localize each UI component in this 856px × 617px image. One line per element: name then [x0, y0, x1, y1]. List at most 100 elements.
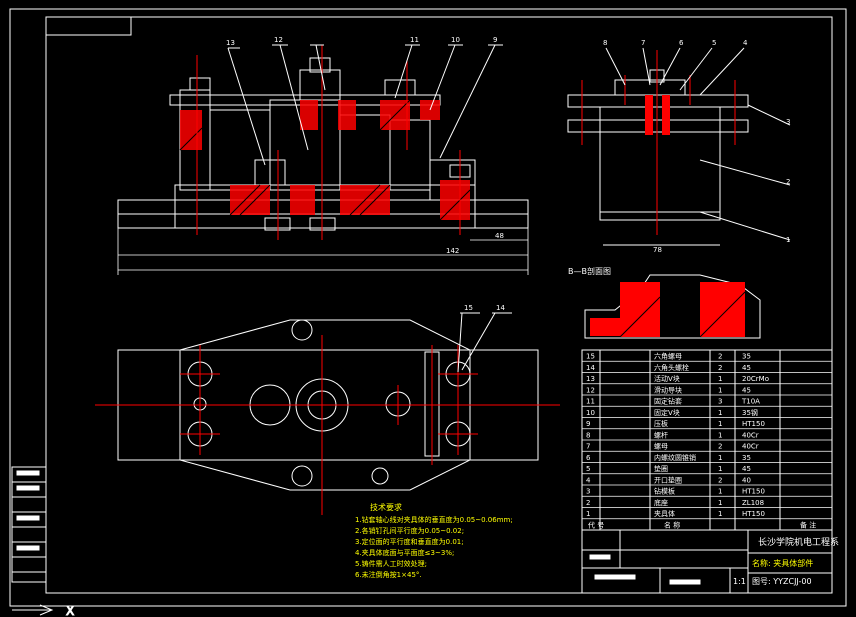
- bom-cell-name: 六角螺母: [654, 352, 682, 361]
- bom-cell-qty: 1: [718, 420, 722, 428]
- bom-cell-no: 7: [586, 443, 590, 451]
- bom-cell-no: 8: [586, 431, 590, 439]
- bom-cell-qty: 1: [718, 375, 722, 383]
- svg-text:13: 13: [226, 39, 235, 47]
- title-block: [581, 529, 833, 594]
- bom-cell-no: 9: [586, 420, 590, 428]
- tech-item-2: 2.各销钉孔间平行度为0.05~0.02;: [355, 526, 464, 535]
- bom-cell-no: 12: [586, 386, 595, 394]
- bom-cell-material: HT150: [742, 420, 765, 428]
- svg-text:4: 4: [743, 39, 748, 47]
- side-view-hatch: [645, 95, 670, 135]
- bom-cell-name: 压板: [654, 419, 668, 428]
- drawing-number: 图号: YYZCJJ-00: [752, 577, 812, 586]
- left-margin-table: [11, 466, 47, 583]
- axis-x-letter: X: [66, 604, 74, 617]
- corner-box: [45, 16, 132, 36]
- bom-cell-qty: 1: [718, 499, 722, 507]
- bom-cell-no: 1: [586, 510, 590, 518]
- bom-cell-no: 2: [586, 499, 590, 507]
- bom-cell-material: 35: [742, 353, 751, 361]
- bom-header-note: 备 注: [800, 520, 816, 529]
- bom-cell-name: 钻模板: [654, 487, 675, 496]
- bom-header-code: 代 号: [588, 520, 604, 529]
- svg-text:15: 15: [464, 304, 473, 312]
- bom-cell-qty: 1: [718, 431, 722, 439]
- side-view-leaders: [603, 47, 791, 246]
- svg-text:7: 7: [641, 39, 645, 47]
- tech-item-5: 5.铸件需人工时效处理;: [355, 559, 427, 568]
- svg-text:3: 3: [786, 118, 790, 126]
- bom-cell-no: 4: [586, 476, 591, 484]
- bom-cell-material: 40Cr: [742, 431, 759, 439]
- bom-cell-no: 5: [586, 465, 590, 473]
- bom-cell-name: 固定钻套: [654, 397, 682, 406]
- bom-cell-name: 内螺纹圆锥销: [654, 453, 696, 462]
- bom-cell-name: 开口垫圈: [654, 475, 682, 484]
- bom-header-name: 名 称: [664, 520, 680, 529]
- bom-cell-qty: 1: [718, 454, 722, 462]
- bom-cell-qty: 1: [718, 510, 722, 518]
- bom-cell-name: 螺母: [654, 442, 668, 451]
- bom-cell-name: 六角头螺栓: [654, 363, 689, 372]
- bom-cell-name: 底座: [654, 498, 668, 507]
- scale: 1:1: [733, 577, 746, 586]
- section-label: B—B剖面图: [568, 266, 611, 276]
- svg-text:10: 10: [451, 36, 460, 44]
- bom-cell-no: 3: [586, 488, 590, 496]
- svg-text:9: 9: [493, 36, 497, 44]
- bom-cell-name: 螺杆: [654, 430, 668, 439]
- dim-142: 142: [446, 247, 459, 255]
- school-name: 长沙学院机电工程系: [758, 536, 839, 548]
- tech-item-3: 3.定位面的平行度和垂直度为0.01;: [355, 537, 464, 546]
- side-view: [567, 69, 749, 221]
- bom-cell-material: 35: [742, 454, 751, 462]
- bom-cell-material: T10A: [741, 398, 760, 406]
- bom-cell-name: 滑动导块: [654, 385, 682, 394]
- bom-cell-qty: 1: [718, 409, 722, 417]
- section-view: [584, 274, 761, 339]
- direction-arrow: X: [12, 604, 75, 617]
- svg-text:12: 12: [274, 36, 283, 44]
- plan-view-balloons: 15 14: [464, 304, 505, 312]
- tech-item-6: 6.未注倒角按1×45°.: [355, 570, 422, 579]
- outer-frame: [9, 8, 847, 607]
- bom-cell-qty: 2: [718, 443, 722, 451]
- front-view-leaders: [227, 44, 503, 166]
- bom-cell-no: 13: [586, 375, 595, 383]
- svg-text:6: 6: [679, 39, 684, 47]
- svg-text:11: 11: [410, 36, 419, 44]
- front-view-hatch: [180, 100, 470, 220]
- plan-view-centerlines: [95, 335, 560, 515]
- bom-cell-material: 45: [742, 465, 751, 473]
- tech-item-1: 1.钻套轴心线对夹具体的垂直度为0.05~0.06mm;: [355, 515, 513, 524]
- bom-cell-qty: 1: [718, 386, 722, 394]
- bom-cell-qty: 1: [718, 465, 722, 473]
- bom-cell-name: 夹具体: [654, 509, 675, 518]
- dim-48: 48: [495, 232, 504, 240]
- plan-view-leaders: [457, 312, 512, 373]
- bom-cell-no: 11: [586, 398, 595, 406]
- bom-cell-material: 20CrMo: [742, 375, 769, 383]
- bom-cell-no: 6: [586, 454, 591, 462]
- bom-cell-material: 40: [742, 476, 751, 484]
- tech-requirements: 技术要求 1.钻套轴心线对夹具体的垂直度为0.05~0.06mm; 2.各销钉孔…: [355, 502, 513, 579]
- side-view-centerlines: [581, 50, 736, 235]
- bom-cell-name: 固定V块: [654, 408, 680, 417]
- bom-cell-material: 35钢: [742, 408, 758, 417]
- bom-cell-qty: 2: [718, 476, 722, 484]
- bom-cell-material: 45: [742, 386, 751, 394]
- bom-cell-name: 活动V块: [654, 374, 680, 383]
- bom-cell-material: HT150: [742, 510, 765, 518]
- svg-text:1: 1: [786, 236, 790, 244]
- svg-text:2: 2: [786, 178, 790, 186]
- bom-cell-no: 10: [586, 409, 595, 417]
- svg-text:5: 5: [712, 39, 716, 47]
- dim-78: 78: [653, 246, 662, 254]
- front-view-dimensions: [117, 228, 529, 275]
- bom-cell-material: HT150: [742, 488, 765, 496]
- bom-cell-qty: 2: [718, 364, 722, 372]
- bom-cell-material: ZL108: [742, 499, 764, 507]
